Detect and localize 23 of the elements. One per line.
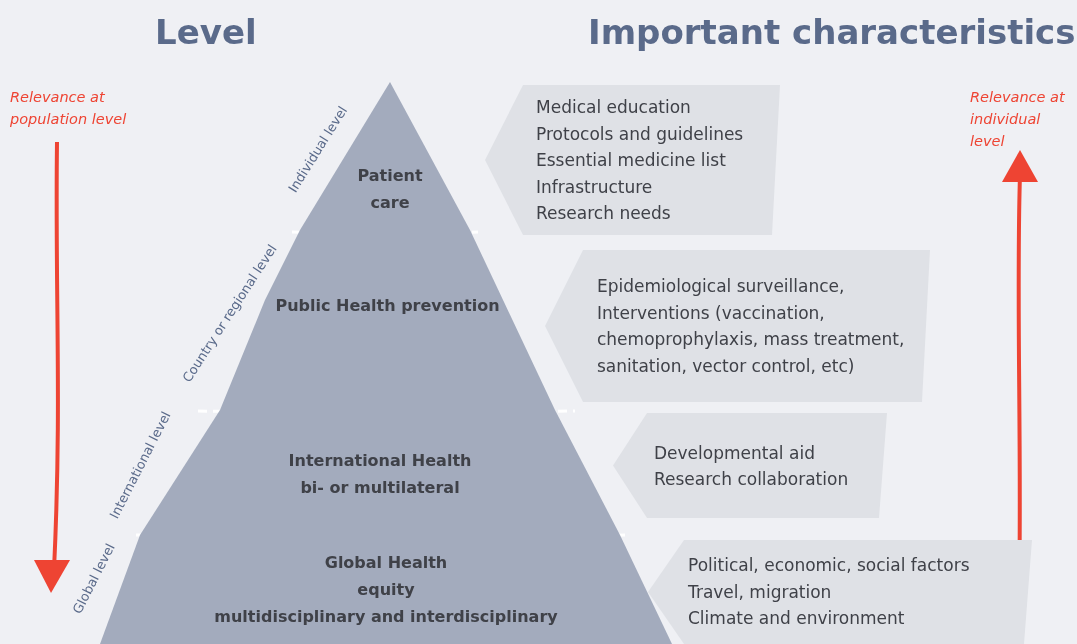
characteristic-text: Infrastructure — [536, 175, 654, 199]
characteristic-text: Interventions (vaccination, chemoprophylaxis, mass treatment, sanitation, vector control, etc) — [597, 301, 906, 378]
characteristic-text: Climate and environment — [688, 607, 906, 631]
tier-label: Patient care — [356, 165, 424, 214]
tier-label: equity — [357, 579, 415, 601]
characteristic-text: Developmental aid — [654, 441, 816, 465]
characteristic-text: Epidemiological surveillance, — [597, 275, 846, 298]
characteristic-text: Political, economic, social factors — [688, 554, 971, 578]
characteristic-text: Research needs — [536, 201, 672, 225]
tier-label: multidisciplinary and interdisciplinary — [214, 606, 558, 628]
annotation-text: Relevance at individual level — [970, 88, 1066, 151]
tier-label: Public Health prevention — [275, 295, 500, 317]
characteristic-text: Essential medicine list — [536, 148, 727, 172]
characteristic-text: Travel, migration — [688, 580, 833, 604]
tier-label: bi- or multilateral — [300, 477, 460, 499]
tier-label: International Health — [288, 450, 472, 472]
tier-label: Global Health — [324, 552, 448, 574]
characteristic-text: Research collaboration — [654, 467, 850, 491]
column-heading: Important characteristics — [588, 12, 1076, 52]
annotation-text: Relevance at population level — [10, 88, 128, 129]
characteristic-text: Medical education — [536, 95, 692, 119]
column-heading: Level — [155, 12, 257, 52]
characteristic-text: Protocols and guidelines — [536, 122, 745, 146]
